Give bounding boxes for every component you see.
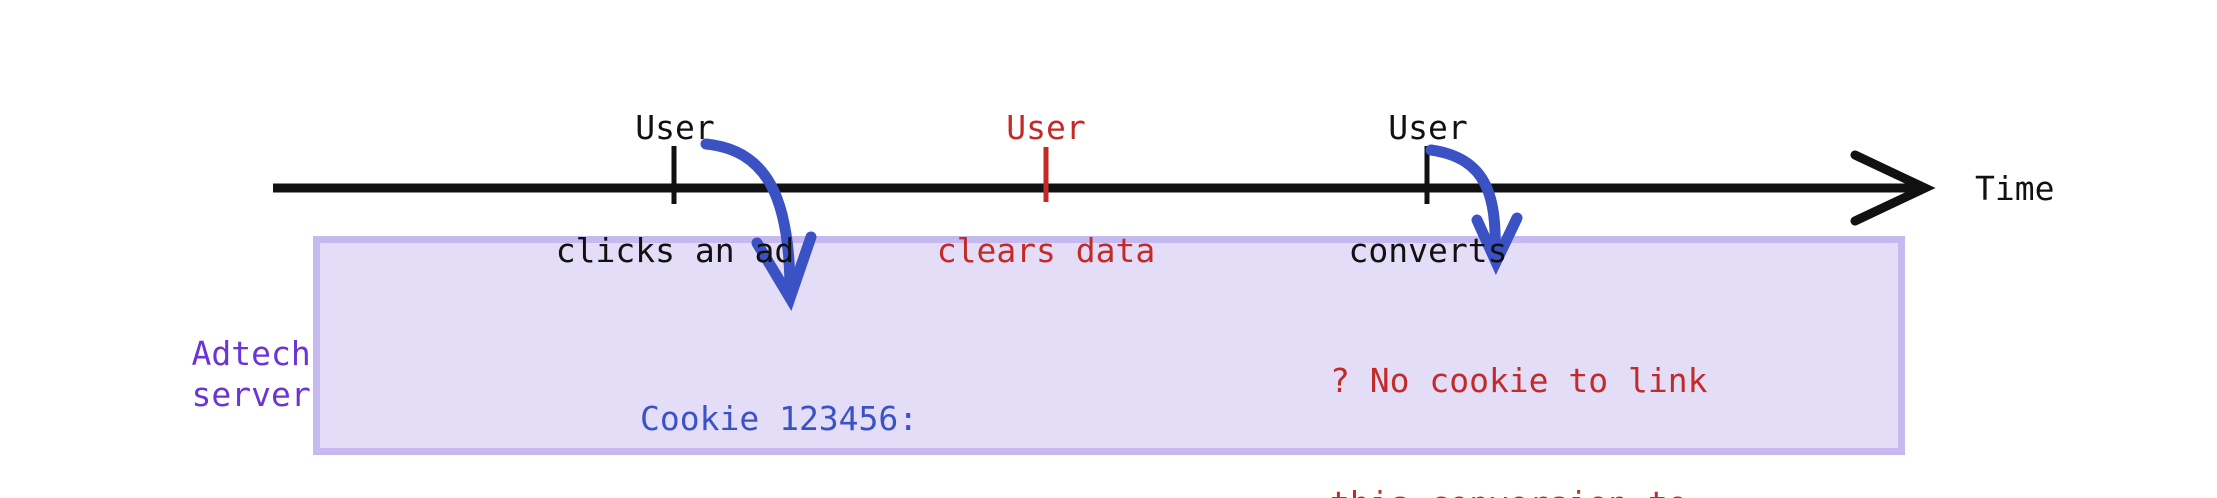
no-cookie-note-line1: ? No cookie to link [1330, 361, 1708, 400]
time-axis-arrowhead-icon [1850, 150, 1936, 226]
cookie-note: Cookie 123456: Ad clicked [640, 316, 918, 498]
event-label-line2: converts [1348, 231, 1508, 270]
event-label-user-converts: User converts [1228, 25, 1628, 353]
adtech-server-label-line2: server [191, 375, 311, 414]
event-label-line1: User [1006, 108, 1086, 147]
event-label-user-clicks-ad: User clicks an ad [475, 25, 875, 353]
event-label-line2: clears data [936, 231, 1156, 270]
event-label-line2: clicks an ad [555, 231, 795, 270]
no-cookie-note: ? No cookie to link this conversion to ⇒… [1330, 278, 1708, 498]
adtech-server-box [313, 236, 1905, 455]
event-label-line1: User [1388, 108, 1468, 147]
time-axis-caption: Time [1975, 169, 2055, 208]
cookie-note-line1: Cookie 123456: [640, 399, 919, 438]
event-label-line1: User [635, 108, 715, 147]
event-label-user-clears-data: User clears data [846, 25, 1246, 353]
no-cookie-note-line2: this conversion to [1330, 483, 1708, 498]
adtech-server-label: Adtech server [112, 292, 310, 456]
adtech-server-label-line1: Adtech [191, 334, 311, 373]
